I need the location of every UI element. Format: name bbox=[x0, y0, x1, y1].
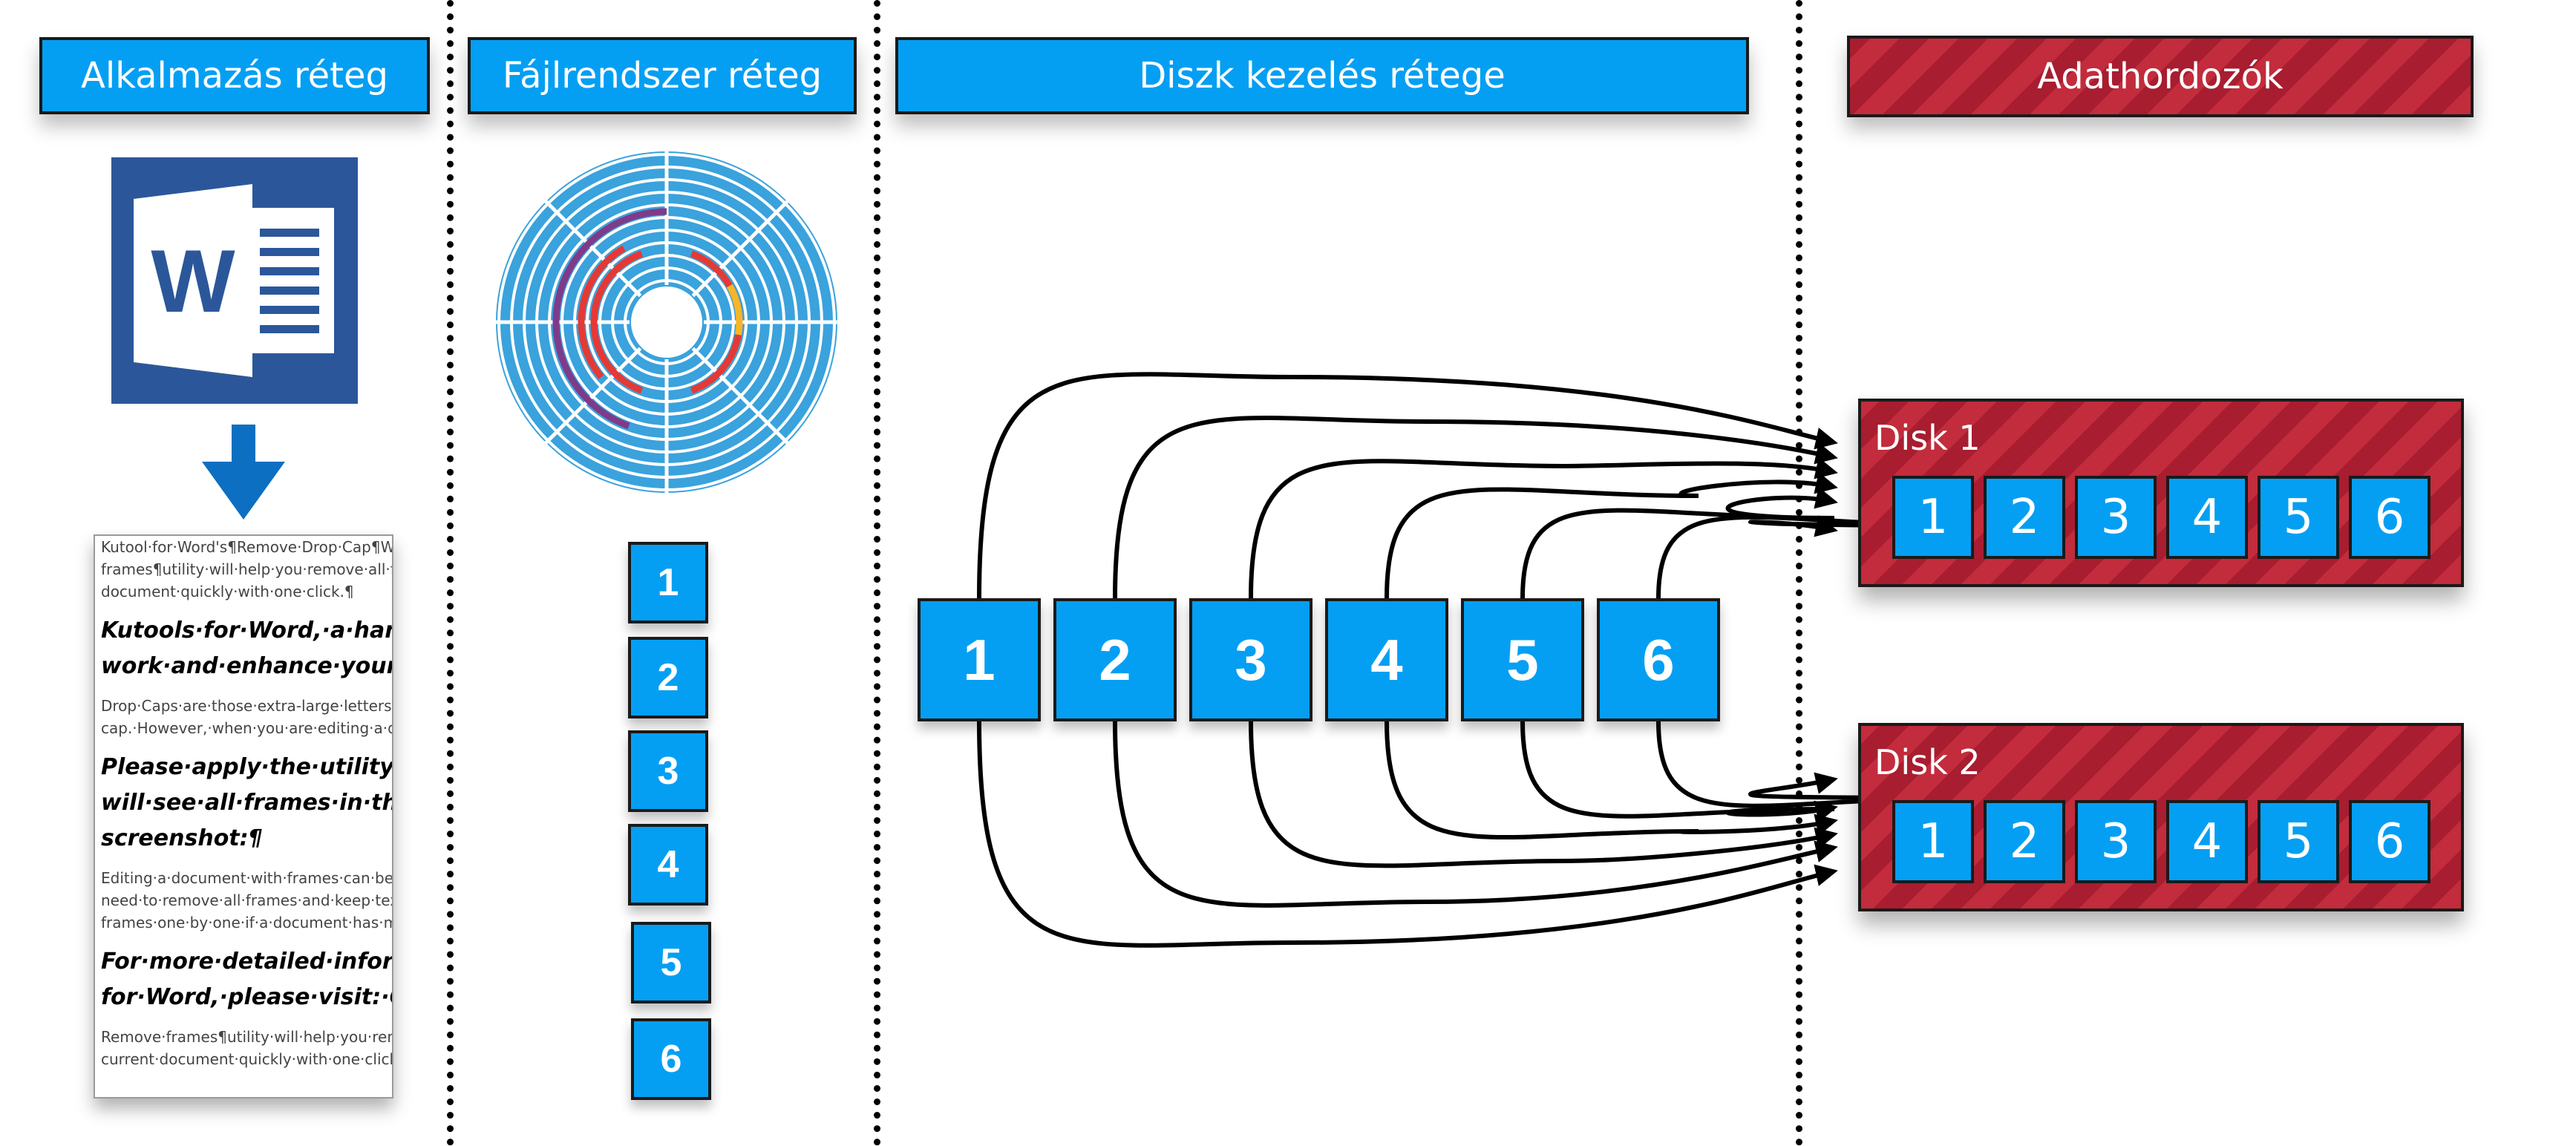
document-line: Kutools·for·Word,·a·handy·add bbox=[101, 618, 392, 644]
document-line: Remove·frames¶utility·will·help·you·remo… bbox=[101, 1028, 393, 1046]
disk-2-block-1: 1 bbox=[1892, 800, 1974, 883]
header-fs-layer: Fájlrendszer réteg bbox=[468, 37, 857, 114]
document-line: document·quickly·with·one·click.¶ bbox=[101, 583, 354, 600]
document-line: for·Word,·please·visit:·Open·U bbox=[101, 984, 392, 1010]
disk-mgmt-block-6: 6 bbox=[1597, 598, 1720, 721]
arrow-to-disk-1 bbox=[977, 372, 1838, 599]
disk-1-block-6: 6 bbox=[2349, 476, 2430, 559]
arrow-to-disk-1 bbox=[1113, 416, 1838, 599]
separator-1 bbox=[447, 0, 454, 1146]
fs-block-6: 6 bbox=[631, 1018, 711, 1100]
fs-block-1: 1 bbox=[628, 542, 708, 623]
document-line: will·see·all·frames·in·the·docur bbox=[101, 790, 392, 816]
document-line: work·and·enhance·your·ability bbox=[101, 653, 393, 679]
document-line: frames·one·by·one·if·a·document·has·mu bbox=[101, 914, 393, 931]
disk-label: Disk 2 bbox=[1874, 742, 1981, 782]
fs-block-2: 2 bbox=[628, 637, 708, 718]
arrow-to-disk-2 bbox=[1520, 721, 1838, 822]
disk-mgmt-block-1: 1 bbox=[918, 598, 1041, 721]
document-preview: Kutool·for·Word's¶Remove·Drop·Cap¶W frame… bbox=[94, 534, 393, 1098]
disk-2-block-3: 3 bbox=[2075, 800, 2157, 883]
disk-1-block-1: 1 bbox=[1892, 476, 1974, 559]
disk-2-block-6: 6 bbox=[2349, 800, 2430, 883]
document-line: Editing·a·document·with·frames·can·be·d bbox=[101, 869, 393, 887]
separator-2 bbox=[874, 0, 880, 1146]
word-icon: W bbox=[111, 157, 358, 404]
document-line: Kutool·for·Word's¶Remove·Drop·Cap¶W bbox=[101, 538, 393, 556]
document-line: need·to·remove·all·frames·and·keep·text· bbox=[101, 891, 393, 909]
header-app-layer: Alkalmazás réteg bbox=[39, 37, 430, 114]
disk-1-block-3: 3 bbox=[2075, 476, 2157, 559]
fs-block-3: 3 bbox=[628, 730, 708, 812]
header-media: Adathordozók bbox=[1847, 36, 2474, 117]
disk-1-block-5: 5 bbox=[2258, 476, 2339, 559]
disk-2-block-5: 5 bbox=[2258, 800, 2339, 883]
word-icon-graphic: W bbox=[134, 184, 334, 377]
disk-mgmt-block-3: 3 bbox=[1189, 598, 1312, 721]
arrow-to-disk-2 bbox=[1113, 721, 1838, 908]
fs-block-4: 4 bbox=[628, 824, 708, 906]
word-icon-letter: W bbox=[151, 232, 235, 331]
arrow-to-disk-1 bbox=[1520, 487, 1838, 599]
arrow-to-disk-2 bbox=[1249, 721, 1838, 868]
disk-2-block-2: 2 bbox=[1984, 800, 2065, 883]
document-line: current·document·quickly·with·one·click.… bbox=[101, 1050, 393, 1068]
fs-block-5: 5 bbox=[631, 922, 711, 1003]
separator-3 bbox=[1796, 0, 1802, 1146]
arrow-to-disk-2 bbox=[1385, 721, 1838, 839]
arrow-to-disk-1 bbox=[1385, 472, 1838, 599]
document-line: For·more·detailed·information bbox=[101, 949, 393, 975]
arrow-to-disk-2 bbox=[977, 721, 1838, 948]
document-line: Drop·Caps·are·those·extra-large·letters·… bbox=[101, 697, 393, 715]
disk-mgmt-block-5: 5 bbox=[1461, 598, 1584, 721]
arrow-to-disk-1 bbox=[1249, 457, 1838, 599]
disk-1-block-2: 2 bbox=[1984, 476, 2065, 559]
disk-label: Disk 1 bbox=[1874, 418, 1981, 458]
document-line: Please·apply·the·utility·by·click bbox=[101, 754, 393, 780]
disk-mgmt-block-4: 4 bbox=[1325, 598, 1448, 721]
disk-2-block-4: 4 bbox=[2166, 800, 2248, 883]
document-line: frames¶utility·will·help·you·remove·all·… bbox=[101, 560, 393, 578]
document-line: screenshot:¶ bbox=[101, 825, 263, 851]
header-disk-mgmt-layer: Diszk kezelés rétege bbox=[895, 37, 1749, 114]
disk-mgmt-block-2: 2 bbox=[1053, 598, 1177, 721]
down-arrow-icon bbox=[202, 425, 285, 520]
disk-1-block-4: 4 bbox=[2166, 476, 2248, 559]
disk-platter-icon bbox=[494, 150, 839, 494]
document-line: cap.·However,·when·you·are·editing·a·do bbox=[101, 719, 393, 737]
